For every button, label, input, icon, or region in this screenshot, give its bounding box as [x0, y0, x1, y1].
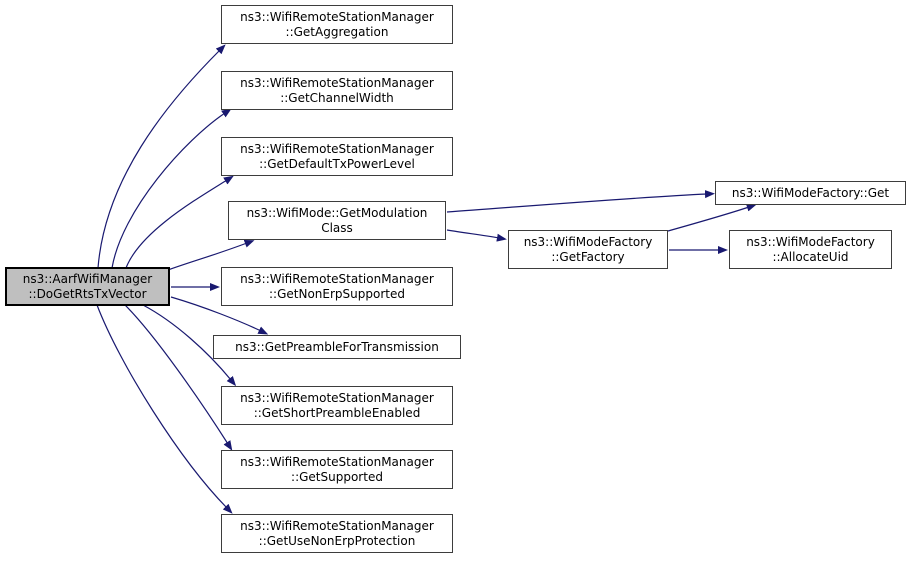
node-label-line: Class: [321, 220, 353, 235]
node-label-line: ::GetNonErpSupported: [269, 286, 405, 301]
edge-focus-to-get-supported: [124, 304, 233, 451]
node-label-line: ::GetAggregation: [285, 24, 389, 39]
node-label-line: ns3::WifiRemoteStationManager: [240, 390, 434, 405]
node-label-line: ns3::WifiRemoteStationManager: [240, 9, 434, 24]
node-label-line: ns3::WifiRemoteStationManager: [240, 454, 434, 469]
node-label-line: ::GetDefaultTxPowerLevel: [259, 156, 415, 171]
node-get-default-tx-power-level[interactable]: ns3::WifiRemoteStationManager ::GetDefau…: [221, 137, 453, 176]
edge-get-modulation-class-to-wifi-mode-factory-get: [446, 190, 715, 213]
node-label-line: ns3::GetPreambleForTransmission: [235, 339, 439, 354]
edge-focus-to-get-preamble-for-transmission: [170, 296, 269, 335]
edge-focus-to-get-channel-width: [111, 108, 232, 269]
edge-get-factory-to-wifi-mode-factory-get: [667, 203, 757, 232]
node-wifi-mode-factory-get[interactable]: ns3::WifiModeFactory::Get: [715, 181, 906, 205]
edge-focus-to-get-short-preamble-enabled: [142, 304, 237, 387]
node-label-line: ns3::AarfWifiManager: [22, 271, 153, 286]
node-label-line: ns3::WifiRemoteStationManager: [240, 271, 434, 286]
node-label-line: ::GetUseNonErpProtection: [258, 533, 416, 548]
node-label-line: ns3::WifiModeFactory: [523, 234, 653, 249]
edge-focus-to-get-modulation-class: [167, 239, 255, 271]
node-get-channel-width[interactable]: ns3::WifiRemoteStationManager ::GetChann…: [221, 71, 453, 110]
edge-focus-to-get-default-tx-power-level: [125, 175, 234, 269]
node-label-line: ::AllocateUid: [772, 249, 849, 264]
node-label-line: ns3::WifiRemoteStationManager: [240, 141, 434, 156]
node-label-line: ::GetSupported: [291, 469, 383, 484]
node-label-line: ns3::WifiRemoteStationManager: [240, 518, 434, 533]
node-label-line: ns3::WifiModeFactory: [746, 234, 875, 249]
node-label-line: ::GetShortPreambleEnabled: [253, 405, 421, 420]
node-get-short-preamble-enabled[interactable]: ns3::WifiRemoteStationManager ::GetShort…: [221, 386, 453, 425]
node-wifi-mode-factory-allocate-uid[interactable]: ns3::WifiModeFactory ::AllocateUid: [729, 230, 892, 269]
node-label-line: ::GetChannelWidth: [280, 90, 394, 105]
node-label-line: ns3::WifiMode::GetModulation: [246, 205, 428, 220]
node-label-line: ::DoGetRtsTxVector: [28, 286, 147, 301]
edge-focus-to-get-aggregation: [97, 44, 226, 269]
node-get-preamble-for-transmission[interactable]: ns3::GetPreambleForTransmission: [213, 335, 461, 359]
node-wifi-mode-factory-get-factory[interactable]: ns3::WifiModeFactory ::GetFactory: [508, 230, 668, 269]
node-get-use-non-erp-protection[interactable]: ns3::WifiRemoteStationManager ::GetUseNo…: [221, 514, 453, 553]
edge-focus-to-get-use-non-erp-protection: [96, 304, 233, 514]
node-get-supported[interactable]: ns3::WifiRemoteStationManager ::GetSuppo…: [221, 450, 453, 489]
node-label-line: ::GetFactory: [551, 249, 625, 264]
node-label-line: ns3::WifiModeFactory::Get: [731, 185, 890, 200]
edge-get-modulation-class-to-get-factory: [446, 229, 507, 242]
node-get-aggregation[interactable]: ns3::WifiRemoteStationManager ::GetAggre…: [221, 5, 453, 44]
node-get-modulation-class[interactable]: ns3::WifiMode::GetModulation Class: [228, 201, 446, 240]
node-get-non-erp-supported[interactable]: ns3::WifiRemoteStationManager ::GetNonEr…: [221, 267, 453, 306]
node-label-line: ns3::WifiRemoteStationManager: [240, 75, 434, 90]
node-do-get-rts-tx-vector: ns3::AarfWifiManager ::DoGetRtsTxVector: [5, 267, 170, 306]
